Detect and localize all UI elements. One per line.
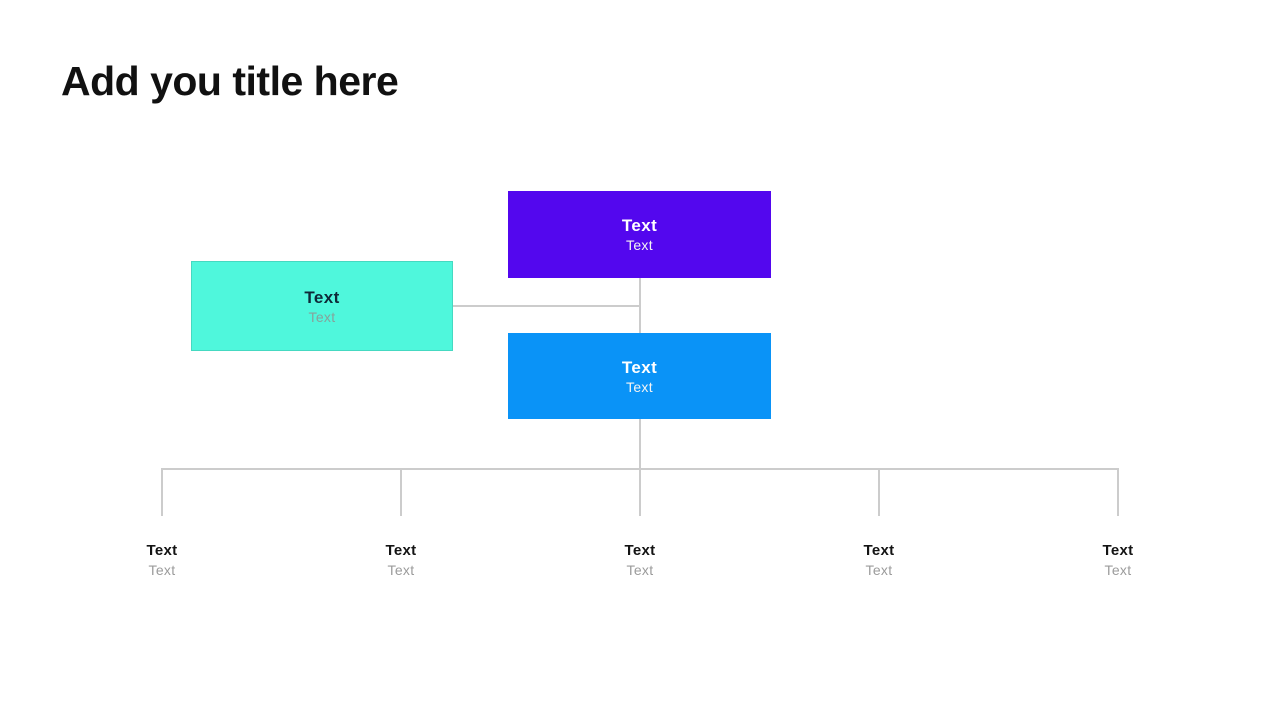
org-node-leaf-1: Text Text — [61, 516, 263, 603]
org-node-side-subtitle: Text — [308, 308, 336, 325]
org-node-leaf-5-subtitle: Text — [1104, 561, 1132, 578]
org-node-leaf-4: Text Text — [778, 516, 980, 603]
org-node-leaf-4-subtitle: Text — [865, 561, 893, 578]
org-node-leaf-1-title: Text — [146, 541, 178, 559]
connector-drop-leaf-4 — [878, 468, 880, 516]
org-node-leaf-3-subtitle: Text — [626, 561, 654, 578]
connector-side-branch — [453, 305, 640, 307]
slide-title: Add you title here — [61, 58, 399, 104]
org-node-top-subtitle: Text — [626, 237, 653, 253]
org-node-leaf-5-title: Text — [1102, 541, 1134, 559]
org-node-leaf-1-subtitle: Text — [148, 561, 176, 578]
org-node-top-title: Text — [621, 216, 658, 235]
org-node-top: Text Text — [508, 191, 771, 278]
org-node-leaf-5: Text Text — [1017, 516, 1219, 603]
org-node-leaf-2: Text Text — [300, 516, 502, 603]
org-node-side: Text Text — [191, 261, 453, 351]
connector-drop-leaf-5 — [1117, 468, 1119, 516]
connector-drop-leaf-2 — [400, 468, 402, 516]
org-node-middle-subtitle: Text — [626, 378, 653, 395]
org-node-side-title: Text — [304, 287, 340, 307]
org-node-leaf-3: Text Text — [539, 516, 741, 603]
connector-top-to-middle — [639, 278, 641, 333]
connector-drop-leaf-1 — [161, 468, 163, 516]
connector-drop-leaf-3 — [639, 468, 641, 516]
connector-middle-to-bus — [639, 419, 641, 468]
org-node-leaf-4-title: Text — [863, 541, 895, 559]
org-node-middle: Text Text — [508, 333, 771, 419]
org-node-leaf-2-title: Text — [385, 541, 417, 559]
org-node-leaf-2-subtitle: Text — [387, 561, 415, 578]
org-node-leaf-3-title: Text — [624, 541, 656, 559]
org-node-middle-title: Text — [621, 357, 658, 377]
